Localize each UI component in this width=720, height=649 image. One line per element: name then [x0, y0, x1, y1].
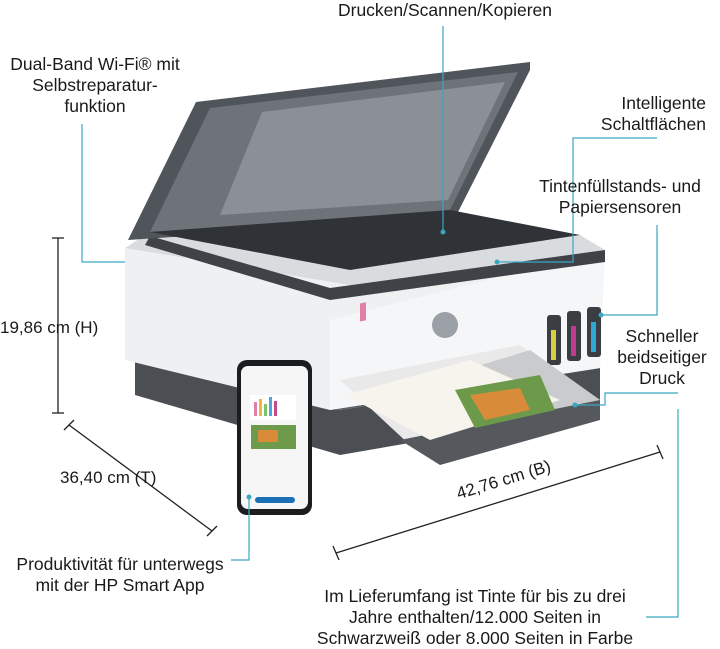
callout-duplex-line-3: Druck: [639, 368, 685, 388]
callout-app-line-1: Produktivität für unterwegs: [16, 554, 224, 574]
callout-smart-buttons-line-1: Intelligente: [621, 93, 706, 113]
callout-app-line-2: mit der HP Smart App: [35, 575, 205, 595]
callout-sensors: Tintenfüllstands- und Papiersensoren: [520, 176, 720, 218]
callout-sensors-line-1: Tintenfüllstands- und: [539, 176, 701, 196]
hp-logo-icon: [432, 312, 458, 338]
callout-wifi-line-1: Dual-Band Wi-Fi® mit: [10, 54, 180, 74]
callout-smart-buttons: Intelligente Schaltflächen: [540, 93, 706, 135]
callout-print-scan-copy-text: Drucken/Scannen/Kopieren: [337, 0, 553, 20]
callout-lines: [81, 26, 679, 618]
callout-duplex: Schneller beidseitiger Druck: [604, 326, 720, 389]
callout-ink-info-line-3: Schwarzweiß oder 8.000 Seiten in Farbe: [316, 628, 634, 648]
callout-duplex-line-2: beidseitiger: [617, 347, 707, 367]
callout-ink-info: Im Lieferumfang ist Tinte für bis zu dre…: [300, 586, 650, 649]
dimension-depth: 36,40 cm (T): [60, 467, 190, 488]
callout-dots: [246, 229, 604, 500]
dimension-lines: [52, 237, 664, 561]
callout-duplex-line-1: Schneller: [625, 326, 699, 346]
callout-wifi: Dual-Band Wi-Fi® mit Selbstreparatur- fu…: [0, 54, 190, 117]
callout-smart-buttons-line-2: Schaltflächen: [600, 114, 706, 134]
callout-ink-info-line-2: Jahre enthalten/12.000 Seiten in: [349, 607, 601, 627]
callout-wifi-line-3: funktion: [64, 96, 126, 116]
callout-app: Produktivität für unterwegs mit der HP S…: [0, 554, 240, 596]
printer: [125, 62, 605, 465]
dimension-depth-text: 36,40 cm (T): [60, 468, 157, 487]
callout-sensors-line-2: Papiersensoren: [558, 197, 682, 217]
dimension-height-text: 19,86 cm (H): [0, 318, 99, 337]
callout-print-scan-copy: Drucken/Scannen/Kopieren: [300, 0, 590, 21]
dimension-height: 19,86 cm (H): [0, 317, 130, 338]
smartphone: [237, 360, 312, 515]
callout-wifi-line-2: Selbstreparatur-: [32, 75, 158, 95]
callout-ink-info-line-1: Im Lieferumfang ist Tinte für bis zu dre…: [324, 586, 626, 606]
